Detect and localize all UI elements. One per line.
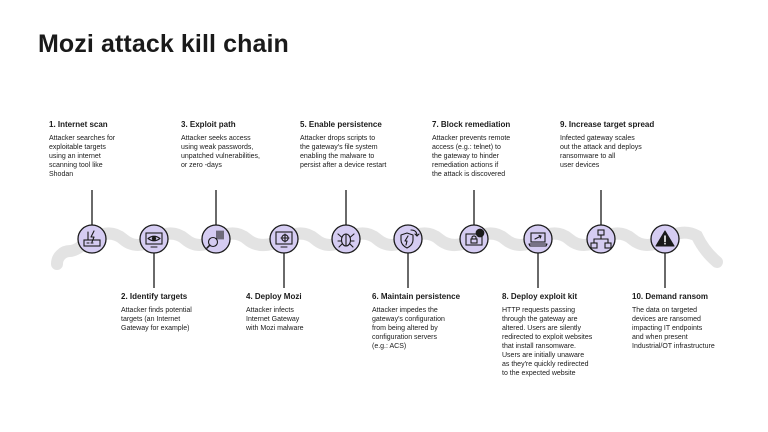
step-node [459,224,489,254]
step-node [77,224,107,254]
lock-alert-icon [465,228,485,246]
step-description: Attacker infects Internet Gateway with M… [246,307,304,332]
step-description: Attacker drops scripts to the gateway's … [300,135,387,169]
step-9: 9. Increase target spread Infected gatew… [560,120,695,170]
step-node [586,224,616,254]
diagram-title: Mozi attack kill chain [38,30,289,58]
network-spread-icon [590,229,612,249]
step-description: Attacker finds potential targets (an Int… [121,307,192,332]
step-node [650,224,680,254]
eye-monitor-icon [145,232,163,248]
step-heading: 5. Enable persistence [300,120,382,129]
step-8: 8. Deploy exploit kit HTTP requests pass… [502,292,637,378]
step-description: HTTP requests passing through the gatewa… [502,307,593,377]
step-node [201,224,231,254]
step-heading: 3. Exploit path [181,120,236,129]
step-heading: 10. Demand ransom [632,292,709,301]
step-3: 3. Exploit path Attacker seeks access us… [181,120,316,170]
step-node [139,224,169,254]
step-description: Attacker impedes the gateway's configura… [372,307,445,350]
step-node [269,224,299,254]
laptop-redirect-icon [528,232,548,247]
step-heading: 8. Deploy exploit kit [502,292,578,301]
step-description: Attacker prevents remote access (e.g.: t… [432,135,511,178]
step-heading: 1. Internet scan [49,120,108,129]
step-node [523,224,553,254]
step-6: 6. Maintain persistence Attacker impedes… [372,292,507,351]
shield-refresh-icon [400,229,420,249]
step-heading: 7. Block remediation [432,120,511,129]
step-1: 1. Internet scan Attacker searches for e… [49,120,184,179]
step-heading: 9. Increase target spread [560,120,655,129]
step-heading: 2. Identify targets [121,292,188,301]
step-heading: 6. Maintain persistence [372,292,461,301]
step-description: Attacker searches for exploitable target… [49,135,116,178]
warning-icon [655,230,675,247]
step-description: Attacker seeks access using weak passwor… [181,135,260,169]
step-5: 5. Enable persistence Attacker drops scr… [300,120,435,170]
router-icon [83,230,101,247]
step-description: The data on targeted devices are ransome… [632,307,715,350]
step-4: 4. Deploy Mozi Attacker infects Internet… [246,292,381,333]
step-description: Infected gateway scales out the attack a… [560,135,642,169]
step-node [331,224,361,254]
step-7: 7. Block remediation Attacker prevents r… [432,120,567,179]
step-10: 10. Demand ransom The data on targeted d… [632,292,767,351]
step-heading: 4. Deploy Mozi [246,292,302,301]
step-node [393,224,423,254]
magnifier-barcode-icon [206,230,224,249]
infected-device-icon [275,231,293,248]
bug-icon [337,233,355,248]
step-2: 2. Identify targets Attacker finds poten… [121,292,256,333]
